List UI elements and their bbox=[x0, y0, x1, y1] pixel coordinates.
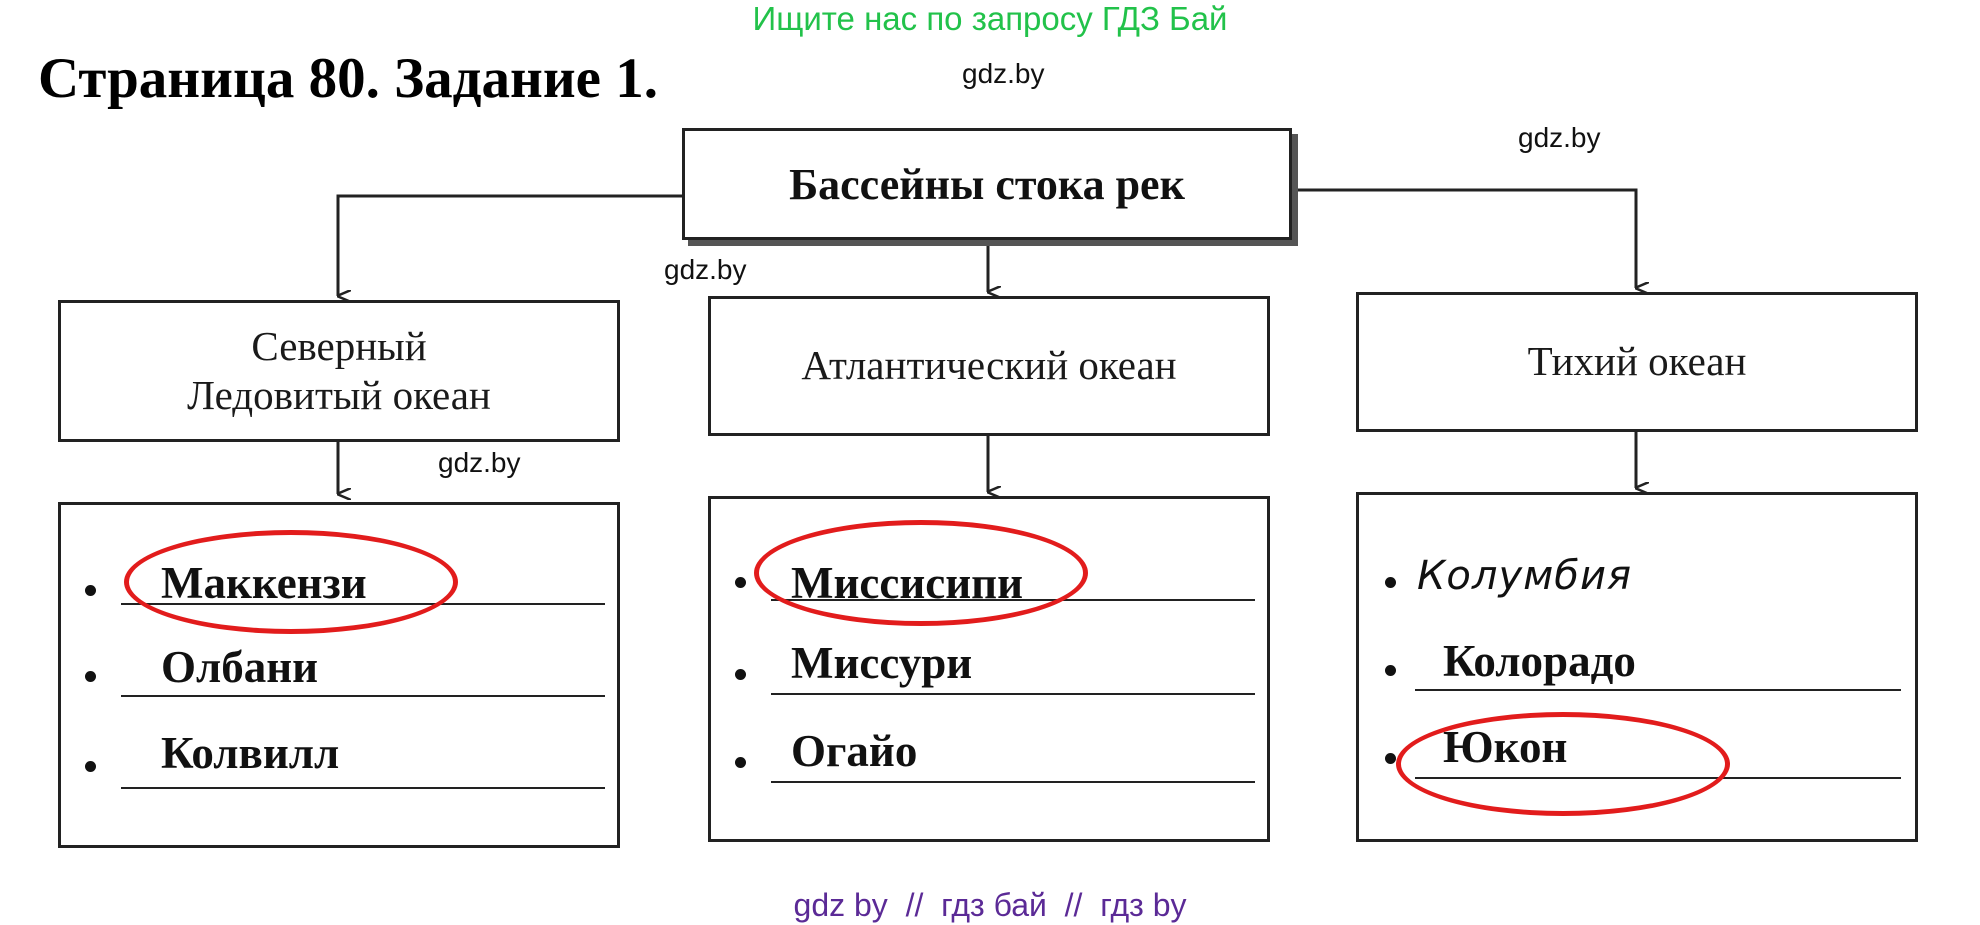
bullet bbox=[1385, 577, 1396, 588]
answer-circle bbox=[124, 530, 458, 634]
root-label: Бассейны стока рек bbox=[789, 159, 1185, 209]
river-name: Колорадо bbox=[1443, 636, 1636, 686]
ocean-label: Атлантический океан bbox=[801, 342, 1177, 389]
answer-circle bbox=[754, 520, 1088, 626]
bullet bbox=[735, 757, 746, 768]
answer-line bbox=[121, 695, 605, 697]
search-hint: Ищите нас по запросу ГДЗ Бай bbox=[752, 0, 1228, 37]
watermark: gdz.by bbox=[438, 447, 521, 478]
watermark: gdz.by bbox=[1518, 122, 1601, 153]
answer-line bbox=[1415, 689, 1901, 691]
bullet bbox=[735, 577, 746, 588]
bullet bbox=[85, 761, 96, 772]
connector-left bbox=[336, 194, 682, 296]
watermark: gdz.by bbox=[664, 254, 747, 285]
ocean-node-atlantic: Атлантический океан bbox=[708, 296, 1270, 436]
answer-line bbox=[121, 787, 605, 789]
river-name: Миссури bbox=[791, 638, 973, 688]
bullet bbox=[85, 671, 96, 682]
bullet bbox=[1385, 665, 1396, 676]
river-name: Огайо bbox=[791, 726, 918, 776]
bullet bbox=[1385, 753, 1396, 764]
connector-right bbox=[1292, 188, 1636, 288]
watermark: gdz.by bbox=[962, 58, 1045, 89]
page-title: Страница 80. Задание 1. bbox=[38, 47, 658, 110]
root-node: Бассейны стока рек bbox=[682, 128, 1292, 240]
river-name-handwritten: Колумбия bbox=[1417, 553, 1633, 599]
river-name: Колвилл bbox=[161, 728, 340, 778]
answer-line bbox=[771, 693, 1255, 695]
ocean-node-pacific: Тихий океан bbox=[1356, 292, 1918, 432]
ocean-node-arctic: Северный Ледовитый океан bbox=[58, 300, 620, 442]
ocean-label: Тихий океан bbox=[1527, 338, 1747, 385]
bullet bbox=[85, 585, 96, 596]
answer-line bbox=[771, 781, 1255, 783]
bullet bbox=[735, 669, 746, 680]
answer-circle bbox=[1396, 712, 1730, 816]
river-name: Олбани bbox=[161, 642, 319, 692]
ocean-label: Северный Ледовитый океан bbox=[187, 322, 491, 418]
footer-links: gdz by // гдз бай // гдз by bbox=[793, 887, 1187, 923]
